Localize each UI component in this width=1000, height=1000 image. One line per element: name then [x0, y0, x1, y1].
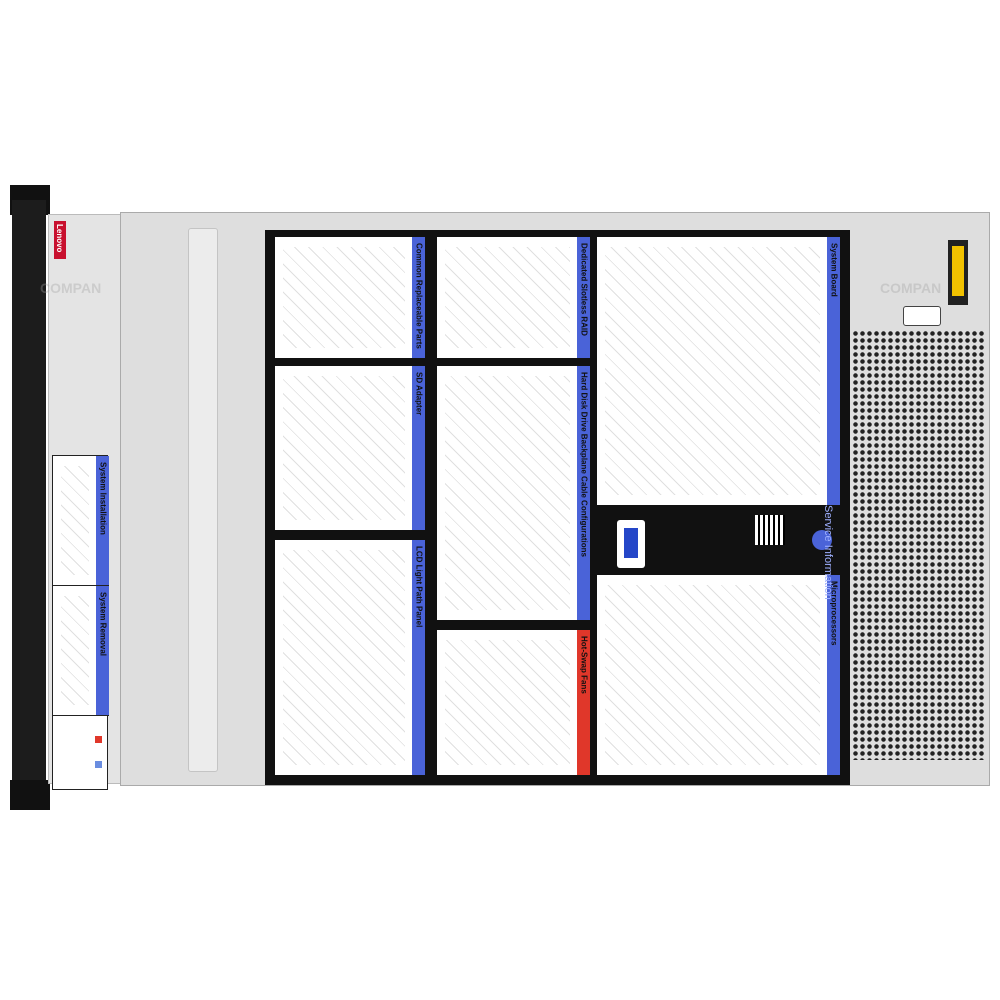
panel-title: System Board [829, 243, 838, 297]
panel-common-replaceable-parts: Common Replaceable Parts [275, 237, 425, 358]
watermark-right: COMPAN [880, 280, 942, 296]
system-installation-panel: System Installation [53, 456, 109, 586]
panel-title: Hard Disk Drive Backplane Cable Configur… [579, 372, 588, 557]
panel-title: LCD Light Path Panel [414, 546, 423, 628]
panel-title: Dedicated Slotless RAID [579, 243, 588, 336]
led-red [95, 736, 102, 743]
panel-title: SD Adapter [414, 372, 423, 416]
panel-title: Hot-Swap Fans [579, 636, 588, 694]
air-duct [188, 228, 218, 772]
warning-label [948, 240, 968, 305]
led-blue [95, 761, 102, 768]
panel-system-board: System Board [597, 237, 840, 505]
pull-tab [617, 520, 645, 568]
release-latch[interactable] [903, 306, 941, 326]
panel-dedicated-slotless-raid: Dedicated Slotless RAID [437, 237, 590, 358]
panel-hot-swap-fans: Hot-Swap Fans [437, 630, 590, 775]
service-icon [812, 530, 832, 550]
system-installation-title: System Installation [98, 462, 107, 535]
front-label-strip: Lenovo System Installation System Remova… [48, 214, 122, 790]
panel-title: Common Replaceable Parts [414, 243, 423, 349]
panel-sd-adapter: SD Adapter [275, 366, 425, 530]
panel-lcd-light-path: LCD Light Path Panel [275, 540, 425, 775]
panel-microprocessors: Microprocessors [597, 575, 840, 775]
brand-logo: Lenovo [54, 221, 66, 259]
panel-hdd-backplane-cables: Hard Disk Drive Backplane Cable Configur… [437, 366, 590, 620]
system-removal-panel: System Removal [53, 586, 109, 716]
watermark-left: COMPAN [40, 280, 102, 296]
front-bezel [12, 200, 46, 782]
service-information-title: Service Information [822, 505, 834, 600]
service-information-area: Service Information [820, 505, 840, 600]
qr-code [755, 515, 785, 545]
rack-ear-bottom [10, 780, 50, 810]
ventilation-grille [852, 330, 984, 760]
service-label: Common Replaceable Parts SD Adapter LCD … [265, 230, 850, 785]
front-label-panels: System Installation System Removal [52, 455, 109, 790]
brand-text: Lenovo [55, 224, 64, 253]
system-removal-title: System Removal [98, 592, 107, 657]
